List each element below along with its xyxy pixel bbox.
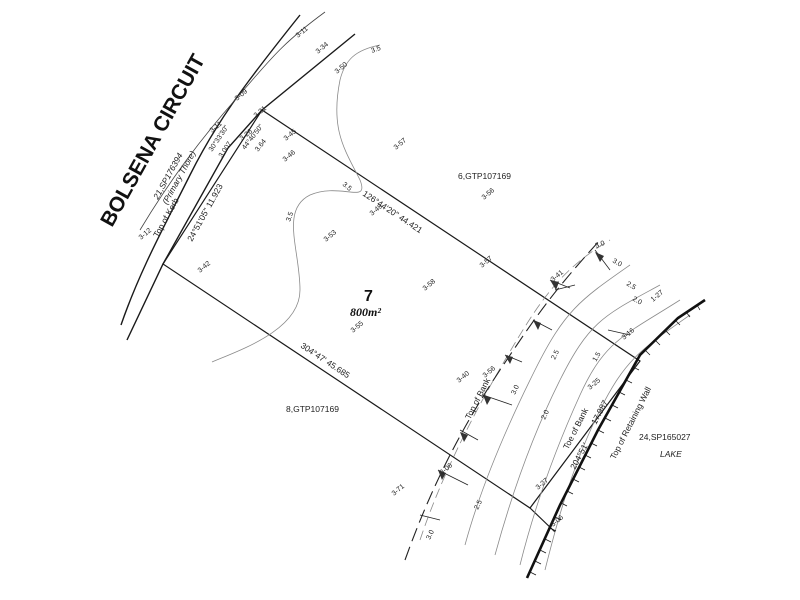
spot-level: 3-09 [234, 88, 249, 102]
spot-level: 3-55 [350, 320, 365, 334]
road-edge-west [120, 14, 301, 326]
lake-label: LAKE [660, 449, 682, 459]
contour-label: 2.0 [540, 409, 551, 421]
lot-number: 7 [364, 288, 373, 305]
spot-level: 3-56 [481, 187, 496, 201]
contour-label: 2.0 [631, 296, 643, 307]
contour-label: 3.0 [611, 258, 623, 269]
spot-level: 3-57 [393, 137, 408, 151]
top-of-kerb-line [139, 11, 326, 231]
road-boundary [126, 33, 356, 341]
contour-labels: 3.5 3.5 3.5 3.0 2.5 2.0 1.5 3.0 2.5 2.0 … [285, 45, 643, 541]
retaining-wall [525, 298, 706, 579]
contour-3-5 [211, 44, 381, 363]
lot-area: 800m² [350, 305, 381, 319]
contour-2-0-a [494, 284, 661, 556]
spot-level: 3-57 [479, 255, 494, 269]
contour-label: 2.5 [625, 281, 637, 292]
spot-level: 3-42 [197, 260, 212, 274]
contour-label: 3.0 [510, 384, 521, 396]
chord2-distance: 3.64 [254, 138, 268, 153]
contour-2-5-a [464, 264, 631, 546]
contour-label: 3.0 [594, 240, 606, 250]
road-name: BOLSENA CIRCUIT [96, 50, 210, 230]
contour-3-0-a [419, 239, 611, 541]
top-of-wall-label: Top of Retaining Wall [608, 385, 653, 461]
spot-level: 3-46 [282, 149, 297, 163]
top-of-bank-line [404, 239, 601, 561]
contour-label: 1.5 [592, 351, 603, 363]
spot-level: 3-34 [315, 41, 330, 55]
contour-label: 3.5 [341, 181, 353, 193]
frontage-bearing: 24°51'05" 11.923 [185, 182, 225, 243]
spot-level: 3-45 [283, 128, 298, 142]
spot-level: 3-41 [550, 269, 565, 283]
spot-level: 3-53 [323, 229, 338, 243]
retaining-wall-hatching [529, 304, 701, 576]
spot-level: 3-25 [587, 377, 602, 391]
contour-label: 3.5 [285, 211, 295, 223]
contour-1-5-a [519, 299, 681, 566]
contour-label: 2.5 [550, 349, 561, 361]
lot-7-boundary [162, 109, 641, 509]
spot-level: 3-06 [550, 514, 565, 528]
parcel-south: 8,GTP107169 [286, 404, 339, 414]
spot-level: 1-27 [650, 289, 665, 303]
parcel-north: 6,GTP107169 [458, 171, 511, 181]
contour-label: 3.0 [425, 529, 436, 541]
spot-level: 3-71 [391, 483, 406, 497]
contour-label: 3.5 [370, 45, 382, 55]
spot-level: 3-11 [295, 25, 310, 39]
parcel-lake: 24,SP165027 [639, 432, 691, 442]
contour-label: 2.5 [473, 499, 484, 511]
slope-symbols [419, 249, 631, 521]
spot-level: 3-40 [456, 370, 471, 384]
spot-level: 3-58 [422, 278, 437, 292]
